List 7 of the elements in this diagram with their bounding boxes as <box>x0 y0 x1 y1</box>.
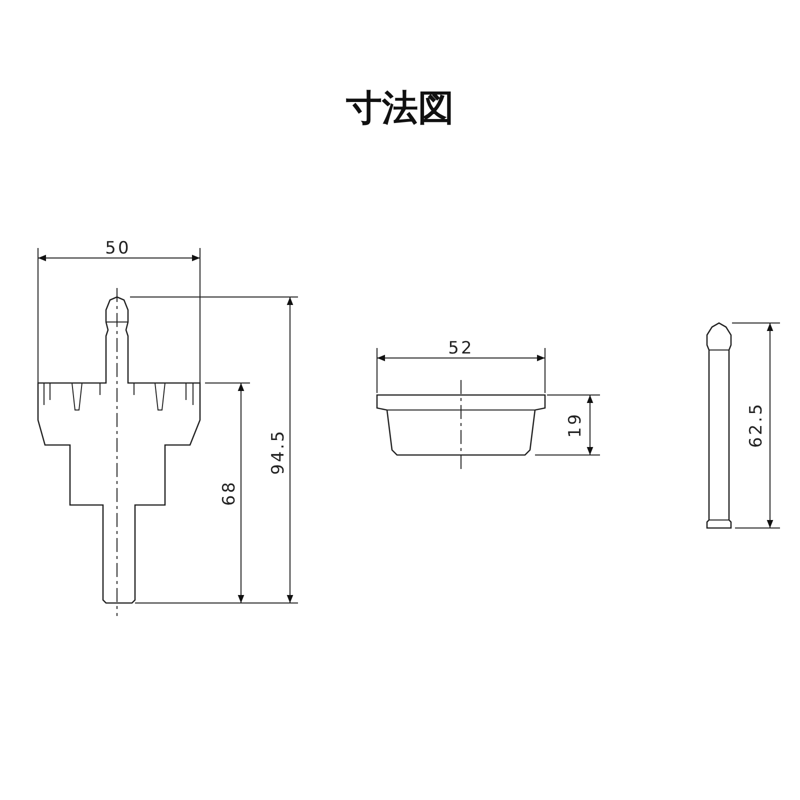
dimension-label: 19 <box>568 412 584 438</box>
dimension-label: 68 <box>222 480 238 506</box>
title: 寸法図 <box>345 86 455 131</box>
dimension-label: 52 <box>448 340 474 358</box>
dimension-label: 94.5 <box>270 429 288 475</box>
dimension-label: 62.5 <box>748 402 766 448</box>
dimension-label: 50 <box>105 240 131 258</box>
